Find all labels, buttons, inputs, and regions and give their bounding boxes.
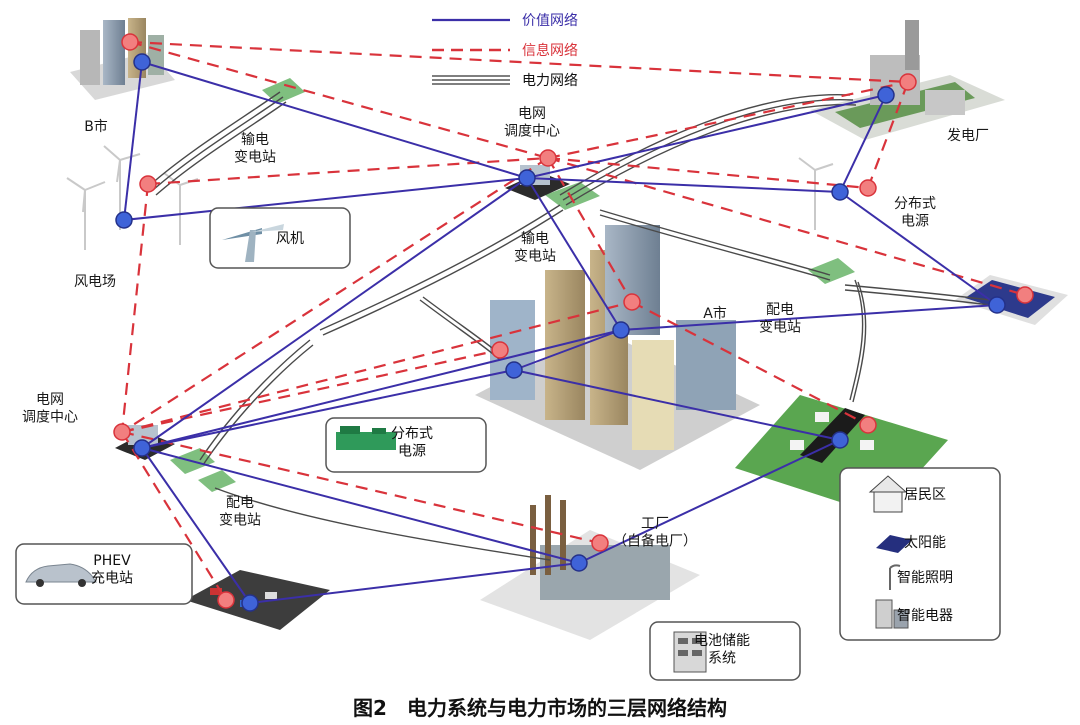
info-node-a-city-left: [491, 341, 509, 359]
label-grid-center-left: 电网调度中心: [22, 392, 78, 426]
wind-turbine-icon: [222, 224, 284, 262]
info-node-b-city: [121, 33, 139, 51]
factory-illustration: [480, 495, 700, 640]
value-node-b-city: [133, 53, 151, 71]
label-dist-sub-left: 配电变电站: [219, 495, 261, 529]
value-node-a-city: [612, 321, 630, 339]
wind-turbines-illustration: [66, 145, 834, 250]
legend-power-label: 电力网络: [522, 73, 578, 89]
label-wind-farm: 风电场: [74, 274, 116, 290]
info-node-factory: [591, 534, 609, 552]
value-node-residential: [831, 431, 849, 449]
value-node-solar: [988, 296, 1006, 314]
value-node-factory: [570, 554, 588, 572]
car-icon: [25, 563, 97, 587]
box-battery-label: 电池储能系统: [694, 633, 750, 667]
legend-power-swatch: [432, 75, 510, 85]
solar-panel-icon: [876, 535, 912, 553]
value-nodes: [115, 53, 1006, 612]
info-node-a-city: [623, 293, 641, 311]
place-labels: B市 输电变电站 电网调度中心 发电厂 分布式电源 风电场 输电变电站 A市 配…: [22, 106, 989, 550]
appliance-icon: [875, 599, 909, 629]
box-wind-turbine: 风机: [209, 207, 351, 269]
info-network-lines: [120, 40, 1026, 601]
solar-label: 太阳能: [904, 535, 946, 551]
label-dist-source-right: 分布式电源: [894, 196, 936, 230]
box-dist-source: 分布式电源: [325, 417, 487, 473]
info-node-dist-source: [859, 179, 877, 197]
value-node-wind-farm: [115, 211, 133, 229]
legend-value-label: 价值网络: [522, 13, 578, 29]
b-city-illustration: [70, 18, 175, 100]
info-node-dispatch-left: [113, 423, 131, 441]
value-node-dispatch-left: [133, 439, 151, 457]
label-factory: 工厂（自备电厂）: [613, 516, 697, 550]
power-network-lines: [149, 91, 991, 561]
solar-panels-illustration: [955, 275, 1068, 325]
label-power-plant: 发电厂: [947, 128, 989, 144]
info-nodes: [113, 33, 1034, 609]
label-trans-sub-top: 输电变电站: [234, 132, 276, 166]
box-dist-source-label: 分布式电源: [391, 426, 433, 460]
generator-icon: [336, 426, 396, 450]
value-node-power-plant: [877, 86, 895, 104]
house-icon: [868, 475, 908, 513]
box-wind-turbine-label: 风机: [276, 231, 304, 247]
info-node-solar: [1016, 286, 1034, 304]
label-dist-sub-right: 配电变电站: [759, 302, 801, 336]
label-a-city: A市: [703, 305, 727, 322]
value-node-dist-source: [831, 183, 849, 201]
label-trans-sub-mid: 输电变电站: [514, 231, 556, 265]
value-node-phev: [241, 594, 259, 612]
substations-illustration: [170, 78, 855, 492]
label-b-city: B市: [84, 118, 108, 135]
legend: 价值网络 信息网络 电力网络: [432, 13, 578, 89]
value-network-lines: [123, 61, 998, 604]
info-node-residential: [859, 416, 877, 434]
street-light-icon: [889, 564, 901, 590]
info-node-phev: [217, 591, 235, 609]
residential-label: 居民区: [904, 487, 946, 503]
figure-caption: 图2 电力系统与电力市场的三层网络结构: [353, 696, 727, 720]
info-node-dispatch-top: [539, 149, 557, 167]
label-grid-center-top: 电网调度中心: [504, 106, 560, 140]
info-node-wind-farm: [139, 175, 157, 193]
info-node-power-plant: [899, 73, 917, 91]
value-node-dispatch-top: [518, 169, 536, 187]
value-node-a-city-left: [505, 361, 523, 379]
smart-lighting-label: 智能照明: [897, 570, 953, 586]
battery-cabinet-icon: [673, 631, 707, 673]
box-battery: 电池储能系统: [649, 621, 801, 681]
legend-info-label: 信息网络: [522, 42, 578, 59]
smart-appliance-label: 智能电器: [897, 608, 953, 624]
box-residential-legend: 居民区 太阳能 智能照明 智能电器: [839, 467, 1001, 641]
